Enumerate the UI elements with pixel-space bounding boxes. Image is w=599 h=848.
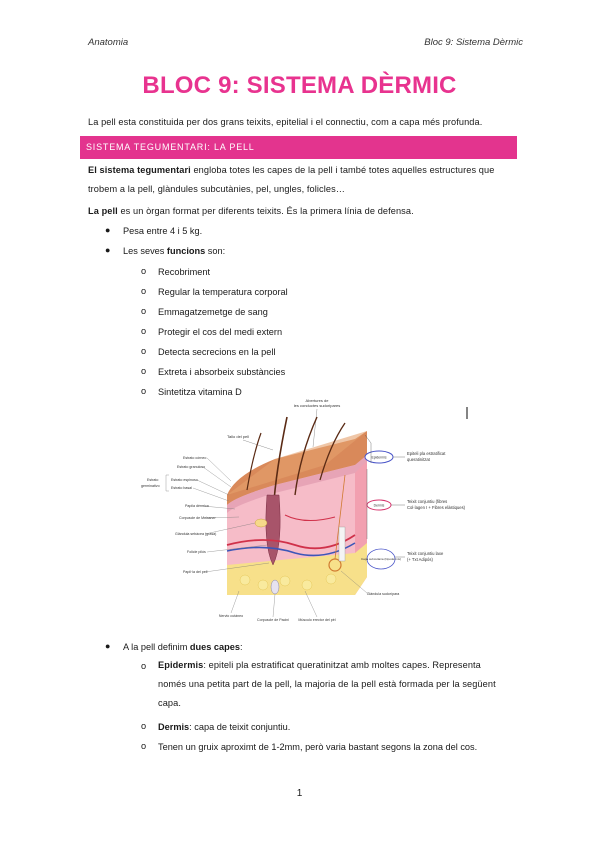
tag-hypodermis [366, 548, 396, 570]
bullet-icon: ● [105, 641, 111, 651]
sub-bullet-icon: o [141, 326, 147, 336]
layer-epidermis: Epidermis: epiteli pla estratificat quer… [158, 660, 496, 708]
label-corneo: Estrato córneo [183, 456, 206, 460]
page-number: 1 [296, 788, 303, 799]
bullet-icon: ● [105, 245, 111, 255]
bullet-functions: Les seves funcions son: [123, 246, 226, 256]
svg-text:Epidermis: Epidermis [371, 456, 386, 460]
desc-epidermis-2: queratinitzat [407, 457, 431, 462]
desc-hypodermis-2: (+ Txt Adipós) [407, 557, 433, 562]
function-item: Protegir el cos del medi extern [158, 327, 283, 337]
desc-epidermis: Epiteli pla estratificat [407, 451, 446, 456]
sub-bullet-icon: o [141, 386, 147, 396]
label-folicle: Folicle pilós [187, 550, 206, 554]
function-item: Extreta i absorbeix substàncies [158, 367, 286, 377]
pell-paragraph: La pell es un òrgan format per diferents… [88, 206, 414, 216]
term-la-pell: La pell [88, 206, 118, 216]
label-germinativo-2: germinativo [141, 484, 160, 488]
sub-bullet-icon: o [141, 286, 147, 296]
label-sebacea: Glàndula sebàcea (grasa) [175, 532, 216, 536]
function-item: Sintetitza vitamina D [158, 387, 242, 397]
intro-paragraph: La pell esta constituida per dos grans t… [88, 117, 483, 127]
sebaceous-gland [254, 518, 268, 528]
label-abertures-2: les conductes sudoripares [294, 403, 340, 408]
header-subject: Anatomia [88, 37, 129, 48]
function-item: Detecta secrecions en la pell [158, 347, 276, 357]
desc-dermis: Teixit conjuntiu (fibres [407, 499, 447, 504]
sub-bullet-icon: o [141, 741, 147, 751]
sub-bullet-icon: o [141, 306, 147, 316]
layer-dermis: Dermis: capa de teixit conjuntiu. [158, 722, 291, 732]
label-nervio: Nervio cutáneo [219, 614, 243, 618]
function-item: Regular la temperatura corporal [158, 287, 288, 297]
sub-bullet-icon: o [141, 266, 147, 276]
svg-text:Capa subcutània (hipodermis): Capa subcutània (hipodermis) [361, 557, 401, 561]
label-basal: Estrato basal [171, 486, 192, 490]
blood-vessel [226, 534, 356, 550]
label-pacini: Corpuscle de Pacini [257, 618, 289, 622]
label-sudoripara: Glàndula sudorípara [367, 592, 400, 596]
svg-text:Dermis: Dermis [374, 504, 385, 508]
pacini-corpuscle [270, 579, 280, 595]
desc-hypodermis: Teixit conjuntiu laxe [407, 551, 444, 556]
layer-thickness: Tenen un gruix aproximt de 1-2mm, però v… [158, 742, 478, 752]
bullet-weight: Pesa entre 4 i 5 kg. [123, 226, 203, 236]
section-heading: SISTEMA TEGUMENTARI: LA PELL [80, 136, 517, 159]
label-germinativo: Estrato [147, 478, 158, 482]
sub-bullet-icon: o [141, 346, 147, 356]
term-sistema-tegumentari: El sistema tegumentari [88, 165, 191, 175]
label-papila-pell: Papil·la del pell [183, 570, 208, 574]
label-papila: Papila dèrmica [185, 504, 209, 508]
function-item: Emmagatzemetge de sang [158, 307, 268, 317]
bullet-icon: ● [105, 225, 111, 235]
sub-bullet-icon: o [141, 721, 147, 731]
bullet-layers: A la pell definim dues capes: [123, 642, 243, 652]
header-chapter: Bloc 9: Sistema Dèrmic [424, 37, 523, 48]
skin-diagram: Abertures de les conductes sudoripares T… [141, 398, 468, 622]
label-abertures: Abertures de [306, 398, 330, 403]
label-musculo: Músculo erector del pèl [298, 618, 335, 622]
label-espinoso: Estrato espinoso [171, 478, 198, 482]
sub-bullet-icon: o [141, 366, 147, 376]
label-meissner: Corpuscle de Meissner [179, 516, 217, 520]
desc-dermis-2: Col·lagen I + Fibres elàstiques) [407, 505, 466, 510]
sub-bullet-icon: o [141, 661, 147, 671]
function-item: Recobriment [158, 267, 211, 277]
page-title: BLOC 9: SISTEMA DÈRMIC [142, 72, 457, 99]
tegumentari-paragraph: El sistema tegumentari engloba totes les… [88, 165, 495, 194]
label-granuloso: Estrato granuloso [177, 465, 205, 469]
label-tallo: Tallo del pell [227, 434, 249, 439]
